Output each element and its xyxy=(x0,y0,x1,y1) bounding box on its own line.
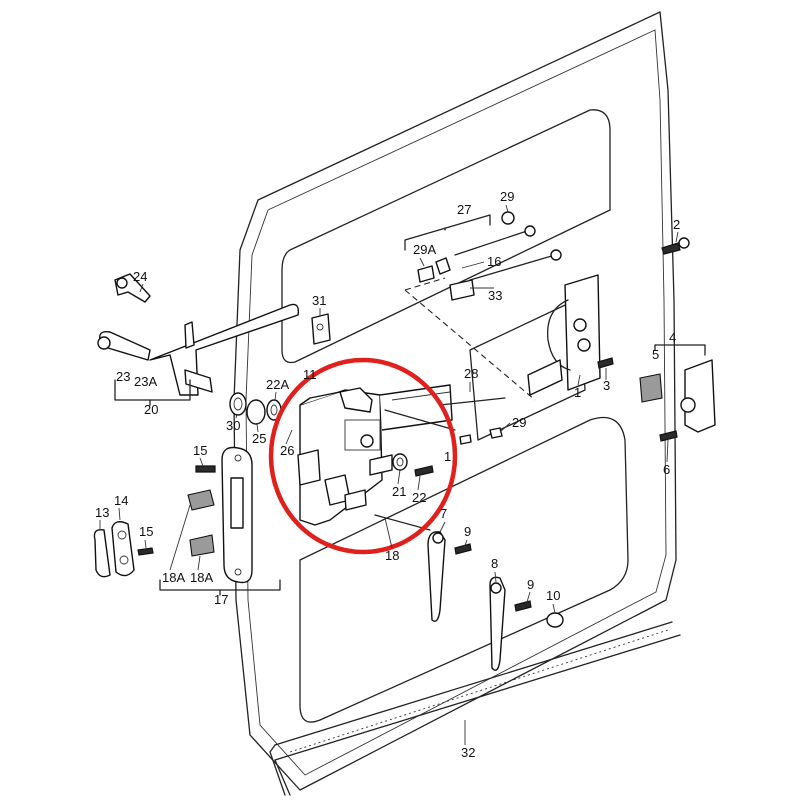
callout-29a: 29A xyxy=(413,242,436,257)
callout-13: 13 xyxy=(95,505,109,520)
callout-25: 25 xyxy=(252,431,266,446)
striker-assembly xyxy=(159,446,281,596)
callout-labels: 24 20 23 23A 31 30 25 22A 26 11 15 15 13… xyxy=(95,189,680,760)
callout-26: 26 xyxy=(280,443,294,458)
door-seal-strip xyxy=(269,621,681,796)
callout-29b: 29 xyxy=(512,415,526,430)
callout-8: 8 xyxy=(491,556,498,571)
callout-6: 6 xyxy=(663,462,670,477)
rods xyxy=(384,277,536,431)
callout-22: 22 xyxy=(412,490,426,505)
callout-23: 23 xyxy=(116,369,130,384)
callout-20: 20 xyxy=(144,402,158,417)
callout-9b: 9 xyxy=(527,577,534,592)
callout-29: 29 xyxy=(500,189,514,204)
callout-18: 18 xyxy=(385,548,399,563)
bracket-31 xyxy=(311,313,331,345)
callout-14: 14 xyxy=(114,493,128,508)
gaskets xyxy=(229,392,282,425)
callout-5: 5 xyxy=(652,347,659,362)
callout-21: 21 xyxy=(392,484,406,499)
upper-linkage xyxy=(404,211,562,301)
callout-28: 28 xyxy=(464,366,478,381)
callout-1b: 1 xyxy=(444,449,451,464)
callout-31: 31 xyxy=(312,293,326,308)
callout-23a: 23A xyxy=(134,374,157,389)
callout-11: 11 xyxy=(303,367,317,382)
lock-bracket xyxy=(527,274,614,396)
callout-15b: 15 xyxy=(139,524,153,539)
callout-1: 1 xyxy=(574,385,581,400)
latch-assembly xyxy=(639,344,716,442)
door-lock xyxy=(297,384,453,526)
callout-24: 24 xyxy=(133,269,147,284)
callout-18a-2: 18A xyxy=(190,570,213,585)
callout-2: 2 xyxy=(673,217,680,232)
callout-32: 32 xyxy=(461,745,475,760)
outer-handle-assembly xyxy=(97,273,300,406)
callout-3: 3 xyxy=(603,378,610,393)
callout-7: 7 xyxy=(440,506,447,521)
callout-27: 27 xyxy=(457,202,471,217)
callout-33: 33 xyxy=(488,288,502,303)
inner-handles xyxy=(374,514,564,671)
callout-22a: 22A xyxy=(266,377,289,392)
callout-4: 4 xyxy=(669,330,676,345)
screw-2 xyxy=(661,237,690,255)
callout-9a: 9 xyxy=(464,524,471,539)
callout-10: 10 xyxy=(546,588,560,603)
callout-15a: 15 xyxy=(193,443,207,458)
callout-17: 17 xyxy=(214,592,228,607)
callout-30: 30 xyxy=(226,418,240,433)
catch-plate xyxy=(93,521,154,578)
door-panel xyxy=(233,11,677,791)
highlight-circle xyxy=(268,357,458,555)
leader-lines xyxy=(99,204,679,745)
callout-16: 16 xyxy=(487,254,501,269)
fasteners xyxy=(392,427,503,477)
callout-18a-1: 18A xyxy=(162,570,185,585)
